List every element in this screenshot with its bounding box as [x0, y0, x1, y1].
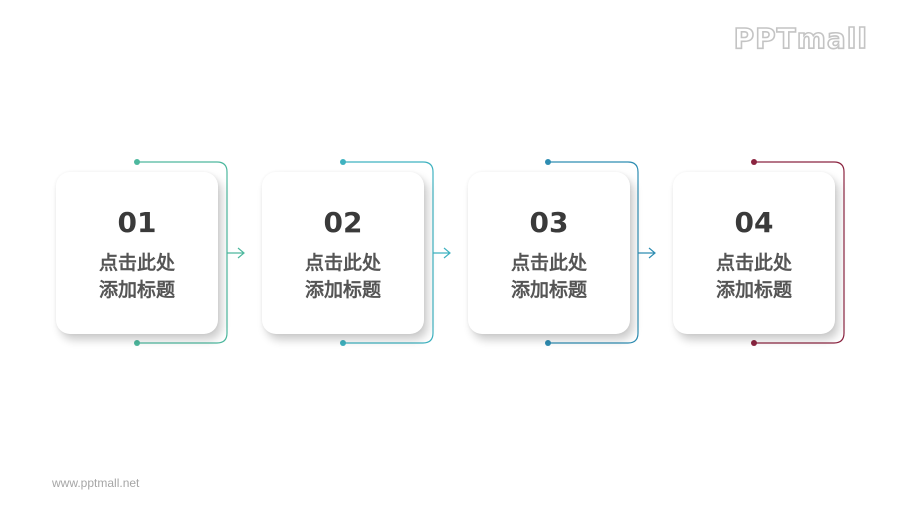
step-title-line2: 添加标题 — [98, 279, 175, 301]
step-title-line2: 添加标题 — [715, 279, 792, 301]
connector-bracket-4 — [754, 161, 845, 344]
step-title: 点击此处 添加标题 — [673, 250, 835, 304]
step-title-line2: 添加标题 — [510, 279, 587, 301]
connector-dot-bottom-4 — [751, 340, 757, 346]
connector-dot-top-1 — [134, 159, 140, 165]
connector-dot-bottom-3 — [545, 340, 551, 346]
arrow-icon-1 — [227, 247, 245, 259]
step-number: 01 — [117, 206, 157, 239]
step-title-line1: 点击此处 — [510, 252, 587, 274]
connector-dot-top-3 — [545, 159, 551, 165]
step-number: 02 — [323, 206, 363, 239]
step-title: 点击此处 添加标题 — [56, 250, 218, 304]
step-card-1: 01 点击此处 添加标题 — [56, 172, 218, 334]
pptmall-logo: PPTmall — [733, 21, 868, 56]
step-title-line2: 添加标题 — [304, 279, 381, 301]
step-title: 点击此处 添加标题 — [468, 250, 630, 304]
step-title-line1: 点击此处 — [98, 252, 175, 274]
step-title: 点击此处 添加标题 — [262, 250, 424, 304]
step-title-line1: 点击此处 — [304, 252, 381, 274]
step-number: 04 — [734, 206, 774, 239]
step-title-line1: 点击此处 — [715, 252, 792, 274]
step-card-4: 04 点击此处 添加标题 — [673, 172, 835, 334]
step-number: 03 — [529, 206, 569, 239]
arrow-icon-3 — [638, 247, 656, 259]
footer-url: www.pptmall.net — [52, 476, 140, 490]
arrow-icon-2 — [433, 247, 451, 259]
connector-dot-bottom-2 — [340, 340, 346, 346]
step-card-3: 03 点击此处 添加标题 — [468, 172, 630, 334]
connector-dot-bottom-1 — [134, 340, 140, 346]
step-card-2: 02 点击此处 添加标题 — [262, 172, 424, 334]
connector-dot-top-2 — [340, 159, 346, 165]
connector-dot-top-4 — [751, 159, 757, 165]
